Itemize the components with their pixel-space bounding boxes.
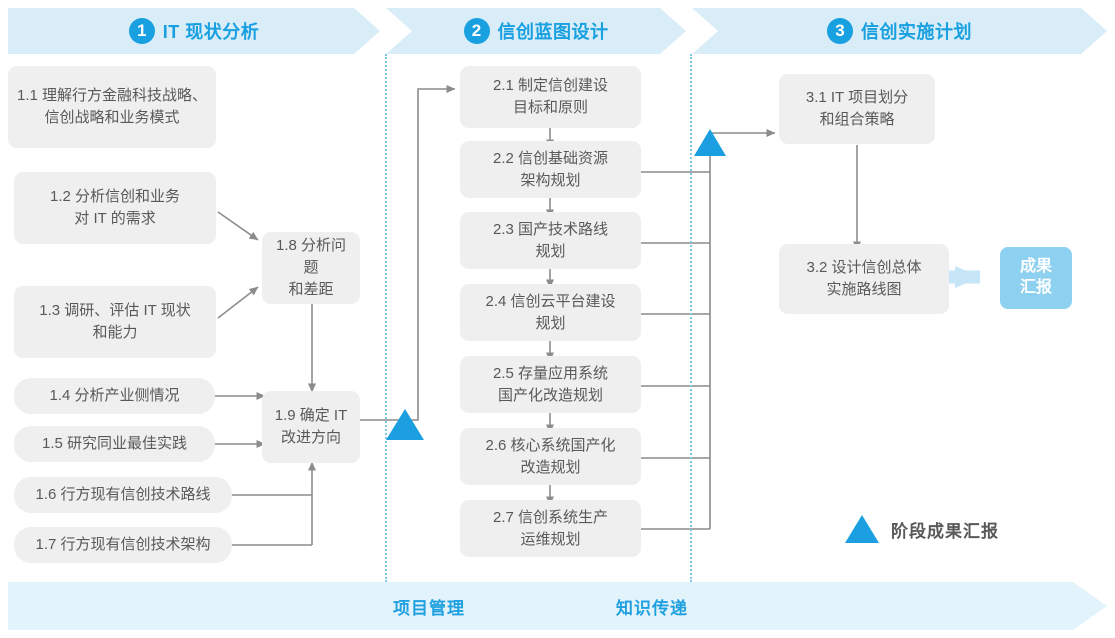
process-box-2-5[interactable]: 2.5 存量应用系统国产化改造规划 [460,356,641,413]
process-box-2-4[interactable]: 2.4 信创云平台建设规划 [460,284,641,341]
milestone-triangle-icon [845,515,879,543]
process-box-1-1[interactable]: 1.1 理解行方金融科技战略、信创战略和业务模式 [8,66,216,148]
process-box-2-2[interactable]: 2.2 信创基础资源架构规划 [460,141,641,198]
process-box-1-5[interactable]: 1.5 研究同业最佳实践 [14,426,215,462]
phase-header-3[interactable]: 3 信创实施计划 [692,8,1107,54]
process-box-2-1[interactable]: 2.1 制定信创建设目标和原则 [460,66,641,128]
footer-banner: 项目管理 知识传递 [8,582,1107,630]
swimlane-divider-2 [690,54,692,582]
phase-number-1: 1 [129,18,155,44]
process-box-1-7[interactable]: 1.7 行方现有信创技术架构 [14,527,232,563]
swimlane-divider-1 [385,54,387,582]
phase-title-3: 信创实施计划 [861,22,972,42]
process-box-1-4[interactable]: 1.4 分析产业侧情况 [14,378,215,414]
outcome-report-box[interactable]: 成果汇报 [1000,247,1072,309]
process-box-2-3[interactable]: 2.3 国产技术路线规划 [460,212,641,269]
phase-title-1: IT 现状分析 [162,22,260,42]
process-box-1-8[interactable]: 1.8 分析问题和差距 [262,232,360,304]
process-box-1-3[interactable]: 1.3 调研、评估 IT 现状和能力 [14,286,216,358]
process-box-3-2[interactable]: 3.2 设计信创总体实施路线图 [779,244,949,314]
process-box-2-6[interactable]: 2.6 核心系统国产化改造规划 [460,428,641,485]
milestone-triangle-phase1 [386,409,424,440]
legend: 阶段成果汇报 [845,515,999,543]
phase-title-2: 信创蓝图设计 [497,22,609,42]
process-box-1-6[interactable]: 1.6 行方现有信创技术路线 [14,477,232,513]
phase-header-1[interactable]: 1 IT 现状分析 [8,8,380,54]
process-box-1-2[interactable]: 1.2 分析信创和业务对 IT 的需求 [14,172,216,244]
legend-label: 阶段成果汇报 [891,521,999,541]
milestone-triangle-phase2 [694,129,726,156]
footer-project-management: 项目管理 [393,599,465,618]
footer-knowledge-transfer: 知识传递 [616,599,688,618]
phase-header-2[interactable]: 2 信创蓝图设计 [386,8,686,54]
phase-number-2: 2 [464,18,490,44]
process-box-2-7[interactable]: 2.7 信创系统生产运维规划 [460,500,641,557]
process-box-3-1[interactable]: 3.1 IT 项目划分和组合策略 [779,74,935,144]
phase-number-3: 3 [827,18,853,44]
